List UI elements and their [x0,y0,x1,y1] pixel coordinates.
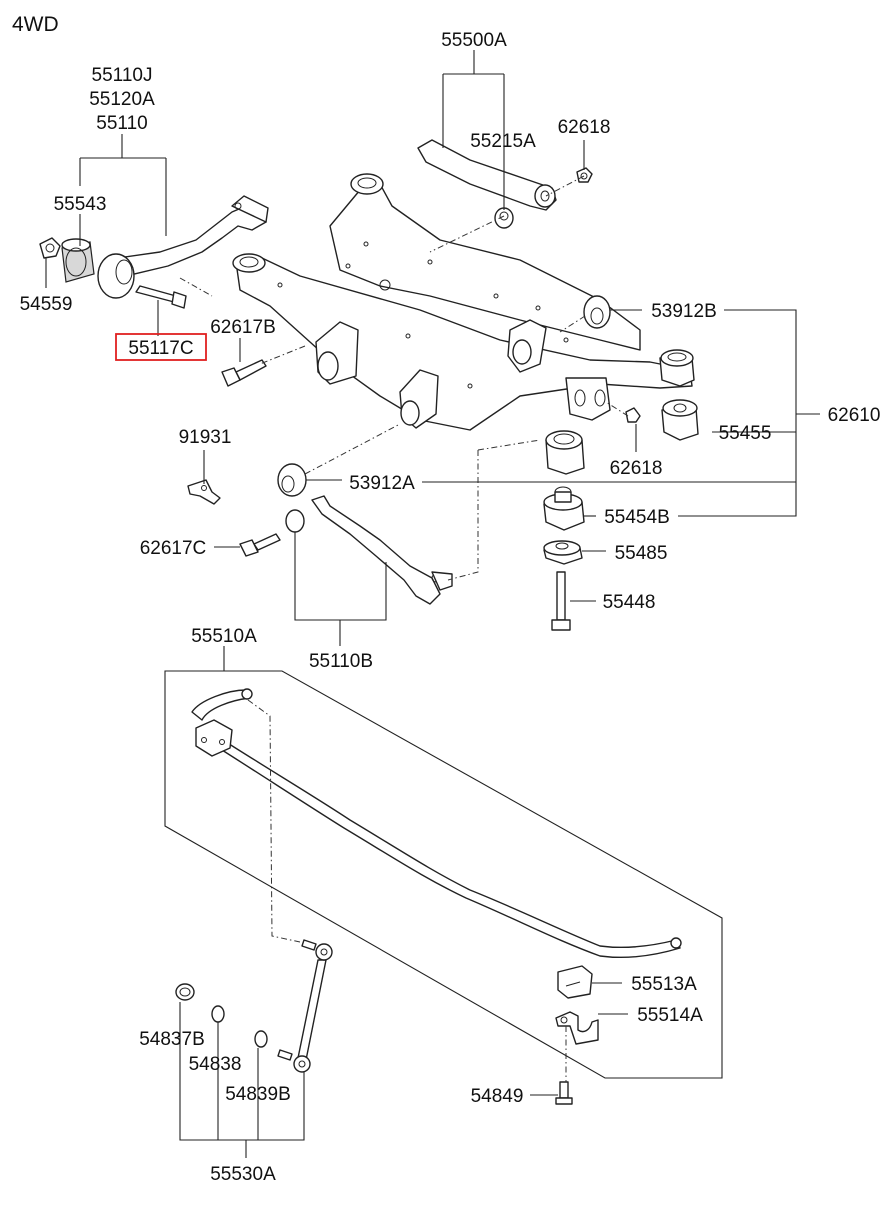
label-55215A[interactable]: 55215A [470,131,536,152]
label-54838[interactable]: 54838 [189,1054,242,1075]
bolt-54849-drawing [555,1081,573,1105]
ring-54839B-drawing [254,1030,268,1048]
label-54839B[interactable]: 54839B [225,1084,291,1105]
nut-62618-top-drawing [576,167,593,183]
bushing-55543-drawing [61,238,135,299]
label-62618-mid[interactable]: 62618 [610,458,663,479]
mount-55454B-drawing [543,486,585,531]
label-53912B[interactable]: 53912B [651,301,717,322]
dust-cover-54837B-drawing [175,983,195,1001]
leader-lines [45,50,820,1158]
bushing-53912B-drawing [583,295,611,329]
label-62610[interactable]: 62610 [828,405,881,426]
label-62617C[interactable]: 62617C [140,538,207,559]
stabilizer-bar-drawing [191,688,682,958]
bolt-62617C-drawing [239,533,281,557]
label-62617B[interactable]: 62617B [210,317,276,338]
diagram-title: 4WD [12,13,59,36]
bolt-55117C-drawing [135,285,187,309]
washer-55485-drawing [543,540,583,565]
bushing-53912A-drawing [277,463,307,497]
label-55543[interactable]: 55543 [54,194,107,215]
label-55514A[interactable]: 55514A [637,1005,703,1026]
stabilizer-link-drawing [277,939,333,1073]
ring-54838-drawing [211,1005,225,1023]
bolt-55448-drawing [551,571,571,631]
label-55455[interactable]: 55455 [719,423,772,444]
label-55110B[interactable]: 55110B [309,651,373,672]
part-labels: 55500A 55110J 55120A 55110 55215A 62618 … [20,30,881,1185]
label-55120A[interactable]: 55120A [89,89,155,110]
label-55448[interactable]: 55448 [603,592,656,613]
label-55110J[interactable]: 55110J [92,65,153,86]
label-53912A[interactable]: 53912A [349,473,415,494]
label-54837B[interactable]: 54837B [139,1029,205,1050]
highlight-box-55117C [115,333,207,361]
nut-62618-mid-drawing [625,407,641,423]
mount-55455-drawing [661,399,699,441]
label-55117C[interactable]: 55117C [128,338,193,359]
lower-link-arm-drawing [285,495,453,605]
label-54559[interactable]: 54559 [20,294,73,315]
label-91931[interactable]: 91931 [179,427,232,448]
bolt-62617B-drawing [221,359,267,387]
bracket-91931-drawing [187,479,221,505]
lower-control-arm-drawing [117,195,269,277]
label-55454B[interactable]: 55454B [604,507,670,528]
upper-control-arm-drawing [417,139,557,229]
label-55513A[interactable]: 55513A [631,974,697,995]
nut-54559-drawing [39,237,61,259]
label-54849[interactable]: 54849 [471,1086,524,1107]
stabilizer-bracket-55514A-drawing [555,1011,599,1045]
label-55530A[interactable]: 55530A [210,1164,276,1185]
label-55500A[interactable]: 55500A [441,30,507,51]
label-62618-top[interactable]: 62618 [558,117,611,138]
label-55510A[interactable]: 55510A [191,626,257,647]
crossmember-frame-drawing [232,173,695,475]
label-55485[interactable]: 55485 [615,543,668,564]
label-55110[interactable]: 55110 [96,113,147,134]
stabilizer-bushing-55513A-drawing [557,965,593,999]
install-lines [179,175,629,1082]
